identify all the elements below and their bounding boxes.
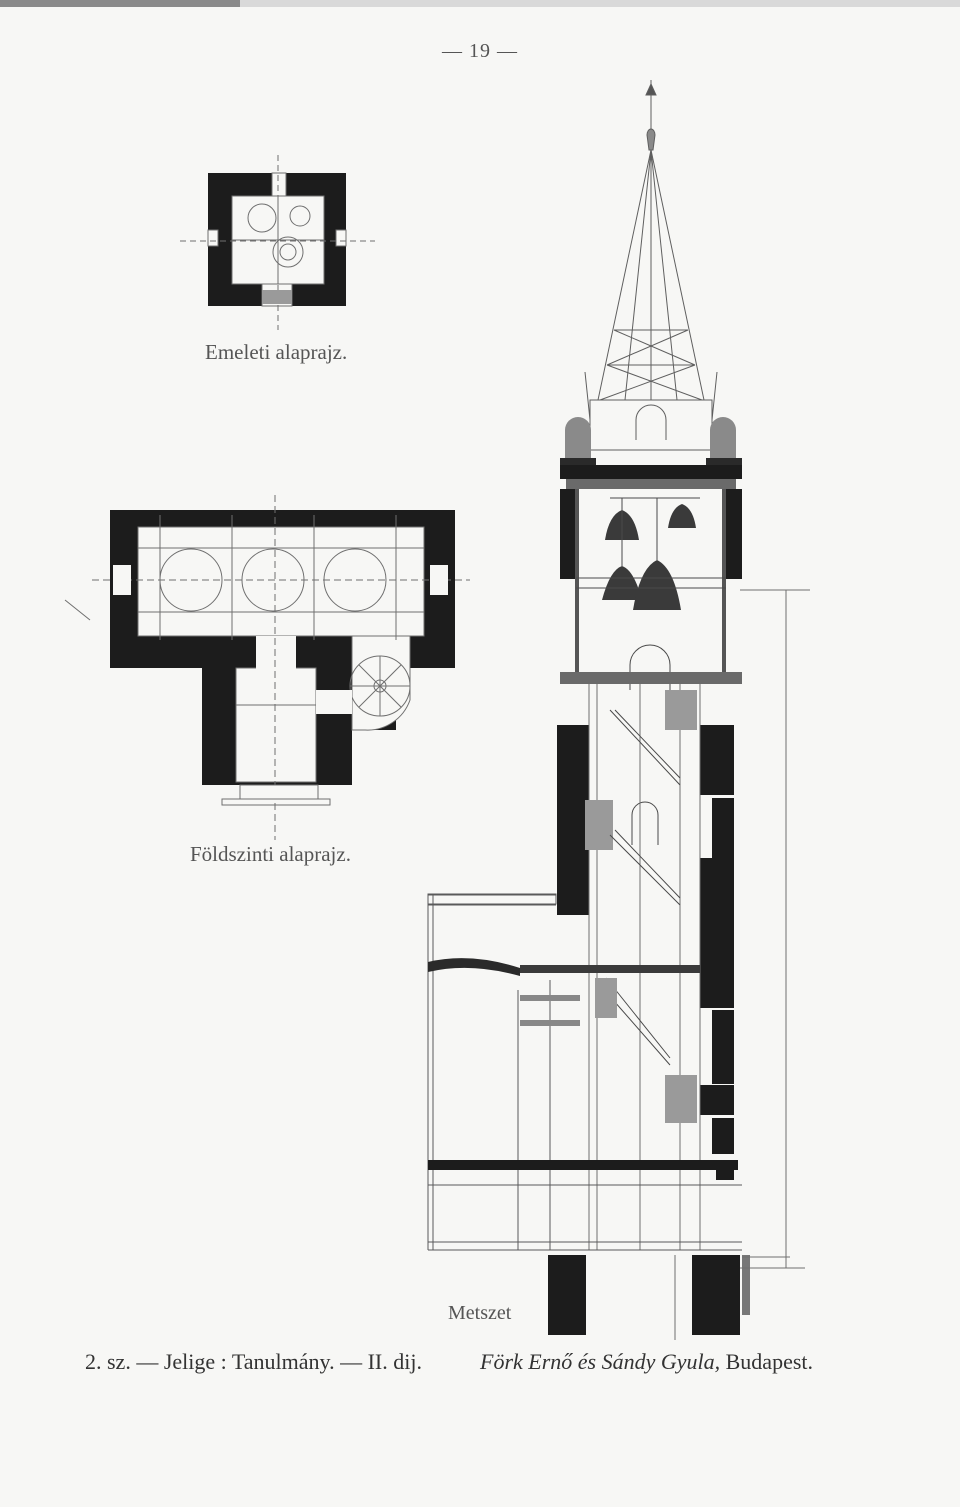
caption-ground-floor-plan: Földszinti alaprajz. — [190, 842, 351, 866]
ground-floor-plan — [64, 495, 470, 840]
footer-entry: 2. sz. — Jelige : Tanulmány. — II. dij. — [85, 1349, 422, 1374]
caption-upper-floor-plan: Emeleti alaprajz. — [205, 340, 348, 364]
caption-section: Metszet — [448, 1302, 512, 1324]
page-number: — 19 — — [442, 40, 518, 62]
footer-credit: Förk Ernő és Sándy Gyula, Budapest. — [480, 1349, 813, 1375]
footer-authors: Förk Ernő és Sándy Gyula, — [480, 1349, 721, 1374]
tower-section — [427, 80, 810, 1340]
scan-top-edge — [0, 0, 960, 7]
footer-city: Budapest. — [725, 1349, 814, 1374]
upper-floor-plan — [180, 155, 375, 330]
scan-top-edge-dark — [0, 0, 240, 7]
